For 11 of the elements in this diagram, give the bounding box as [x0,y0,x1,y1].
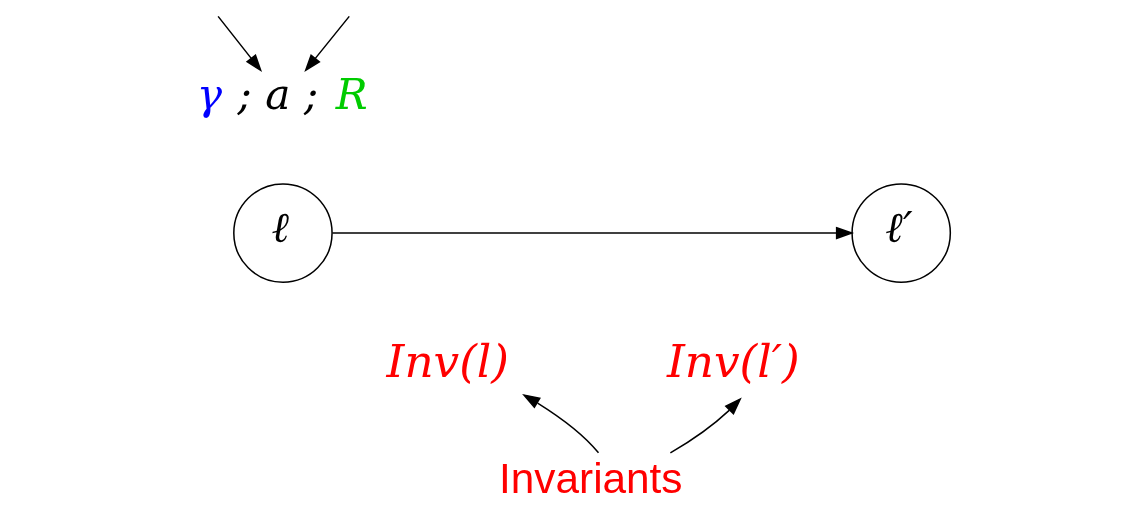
arrow [217,15,263,72]
node-text: γ ; a ; R [196,69,368,119]
node-text: Inv(l) [386,334,510,388]
node-circle: ℓ′ [851,182,952,283]
arrow [669,396,742,454]
node-text: Inv(l′) [666,334,800,388]
node-text: Invariants [499,454,683,502]
arrow [331,226,855,239]
arrow [304,15,350,72]
node-circle: ℓ [233,182,333,283]
arrow [522,393,600,454]
